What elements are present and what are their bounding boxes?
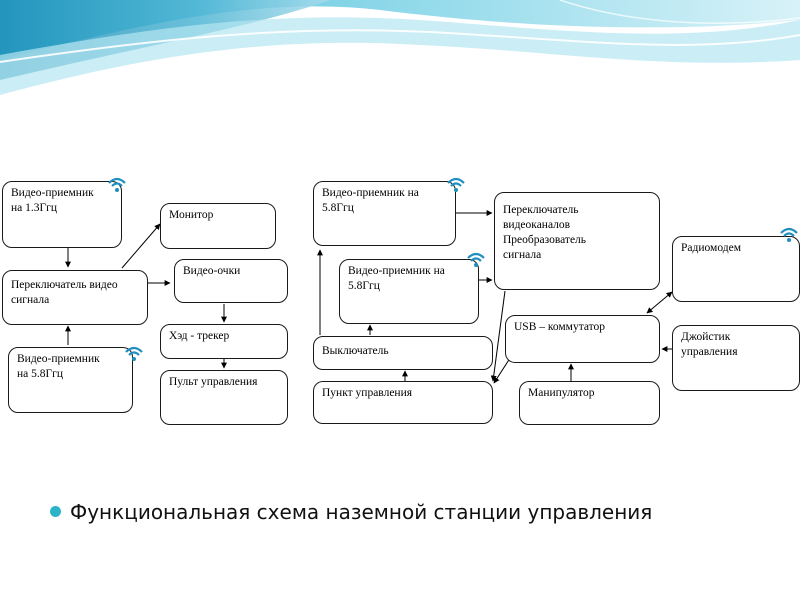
wifi-signal-icon — [780, 227, 798, 242]
head-tracker-block: Хэд - трекер — [160, 324, 288, 359]
video-receiver-5-8ghz-middle-block: Видео-приемник на 5.8Ггц — [339, 259, 479, 324]
video-receiver-5-8ghz-top-block: Видео-приемник на 5.8Ггц — [313, 181, 456, 246]
slide-caption: Функциональная схема наземной станции уп… — [70, 500, 653, 524]
header-banner — [0, 0, 800, 95]
control-panel-block: Пульт управления — [160, 370, 288, 425]
video-channel-switch-converter-block: Переключатель видеоканалов Преобразовате… — [494, 192, 660, 290]
joystick-block: Джойстик управления — [672, 325, 800, 391]
usb-hub-block: USB – коммутатор — [505, 315, 660, 363]
manipulator-block: Манипулятор — [519, 381, 660, 425]
video-signal-switch-block: Переключатель видео сигнала — [2, 270, 148, 325]
video-receiver-1-3ghz-block: Видео-приемник на 1.3Ггц — [2, 181, 122, 248]
arrow-switch-to-monitor — [121, 223, 161, 269]
radiomodem-block: Радиомодем — [672, 236, 800, 302]
bullet-icon — [50, 506, 61, 517]
arrow-radiomodem-usb — [646, 291, 673, 314]
video-glasses-block: Видео-очки — [174, 259, 288, 303]
power-switch-block: Выключатель — [313, 336, 493, 370]
monitor-block: Монитор — [160, 203, 276, 249]
video-receiver-5-8ghz-left-block: Видео-приемник на 5.8Ггц — [8, 347, 133, 413]
wifi-signal-icon — [125, 346, 143, 361]
wifi-signal-icon — [447, 177, 465, 192]
wifi-signal-icon — [467, 252, 485, 267]
control-point-block: Пункт управления — [313, 381, 493, 424]
arrow-converter-to-point — [490, 290, 506, 382]
wifi-signal-icon — [108, 177, 126, 192]
